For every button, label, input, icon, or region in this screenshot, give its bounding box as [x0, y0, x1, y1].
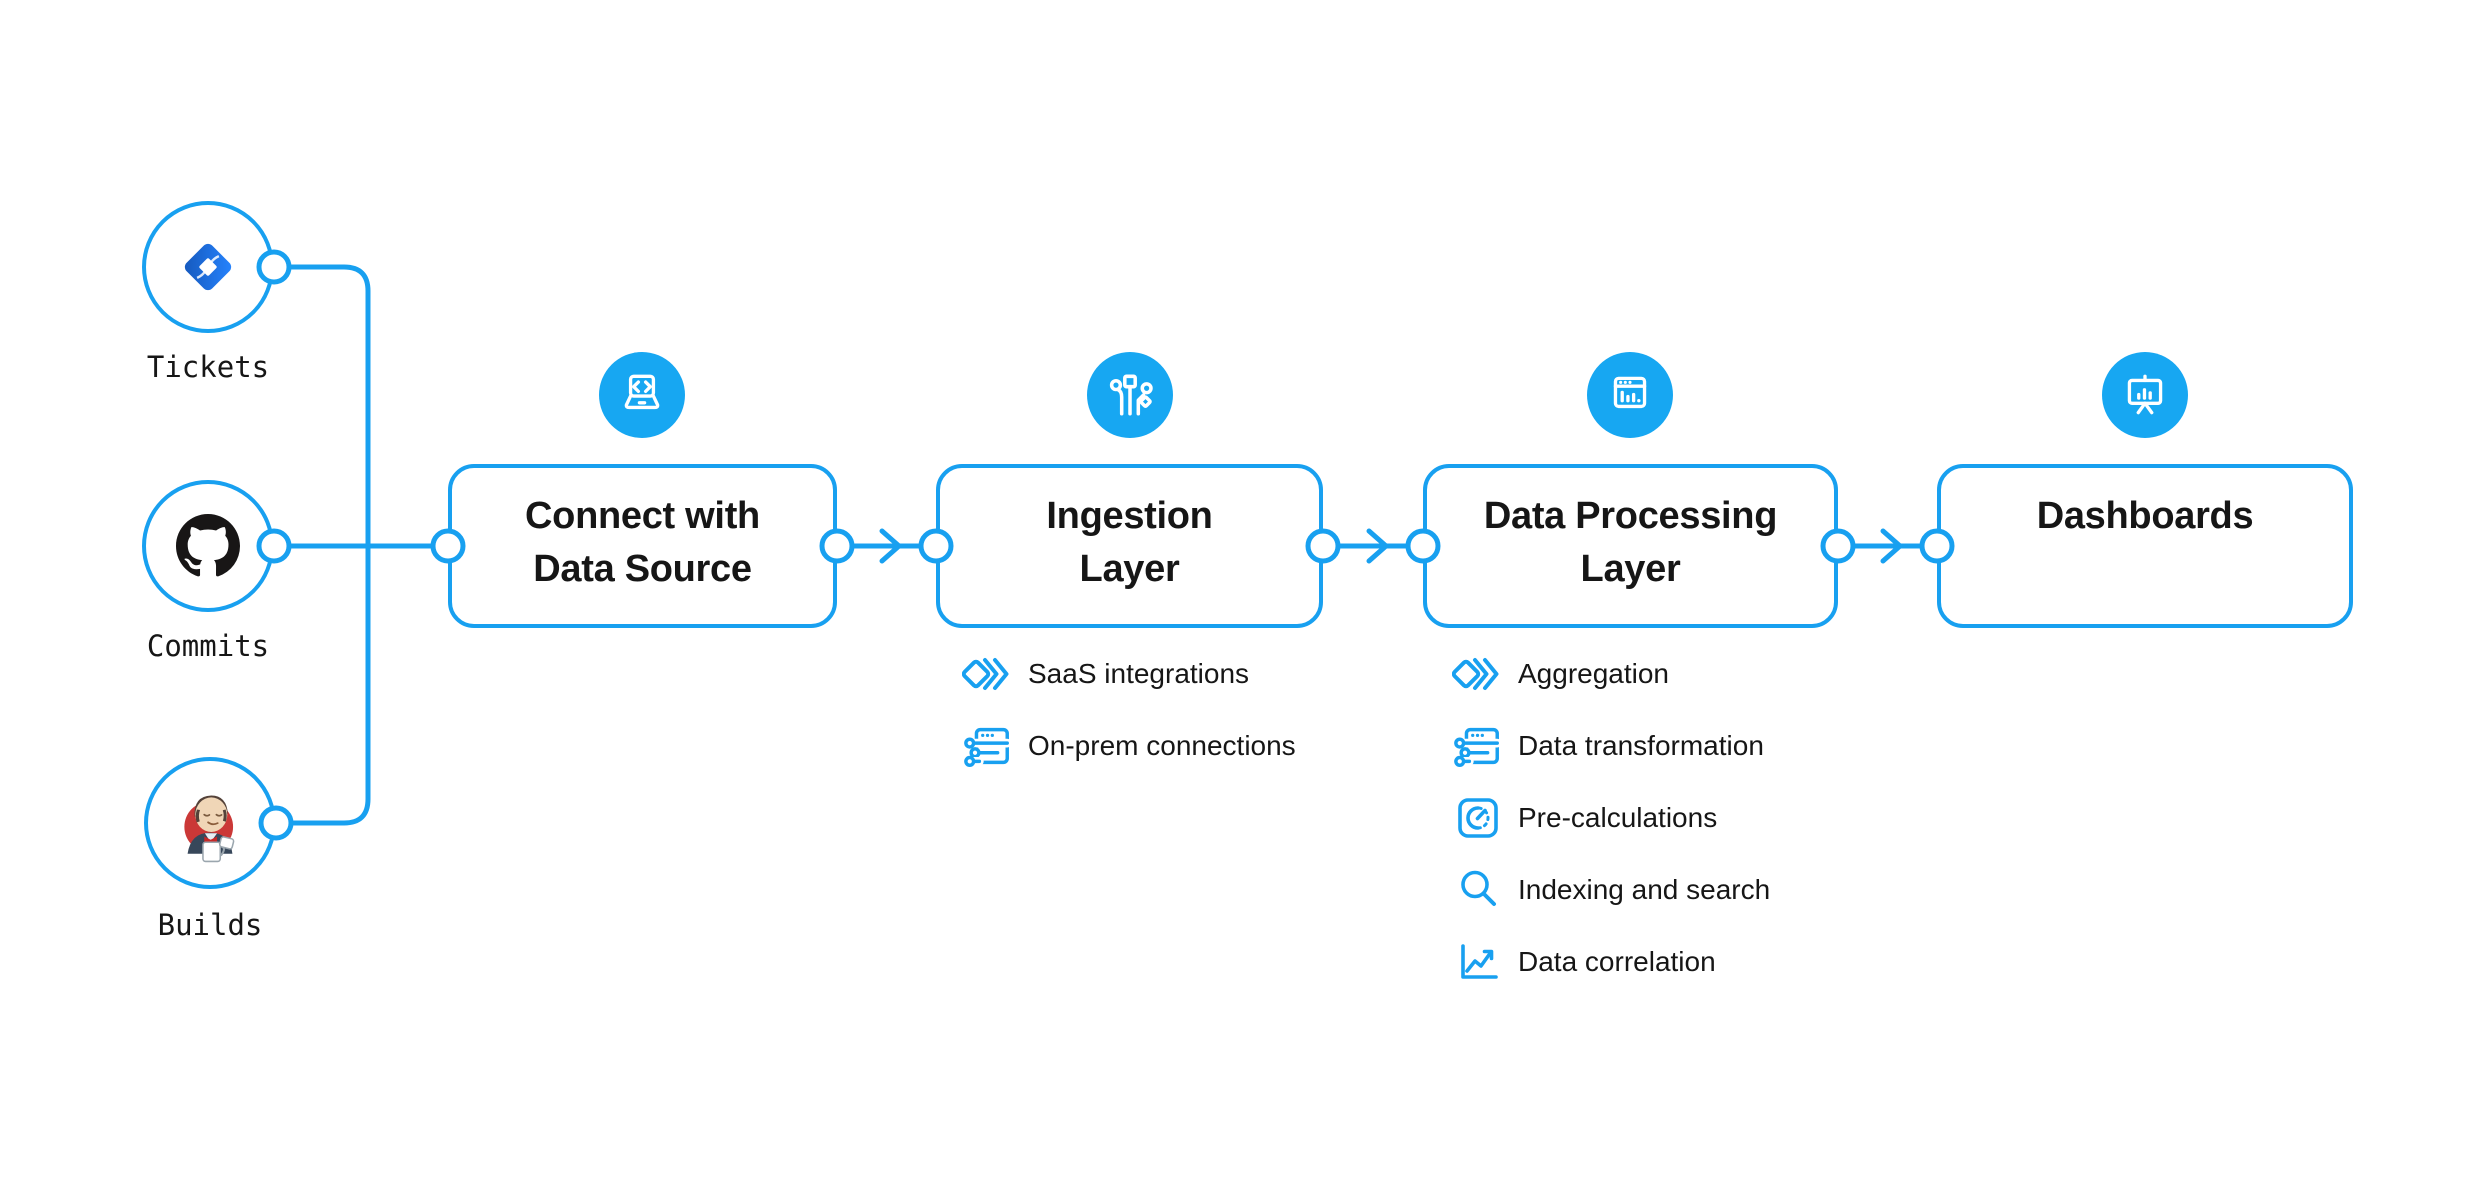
list-item: Pre-calculations — [1452, 782, 1770, 854]
flow-arrow — [1880, 528, 1904, 564]
list-item-label: Pre-calculations — [1518, 802, 1718, 833]
source-node-commits — [142, 480, 274, 612]
flow-arrow — [879, 528, 903, 564]
window-sliders-icon — [962, 724, 1014, 768]
stage-title: Data Processing Layer — [1483, 495, 1778, 590]
list-item-label: Data correlation — [1518, 946, 1716, 977]
stage-icon-dashboards — [2102, 352, 2188, 438]
github-logo-icon — [176, 514, 240, 577]
list-item: On-prem connections — [962, 710, 1296, 782]
source-label-tickets: Tickets — [146, 350, 270, 384]
source-node-builds — [144, 757, 276, 889]
list-item-label: SaaS integrations — [1028, 658, 1250, 689]
list-item: SaaS integrations — [962, 638, 1296, 710]
stage-icon-ingestion — [1087, 352, 1173, 438]
jenkins-logo-icon — [184, 795, 235, 863]
list-item-label: Indexing and search — [1518, 874, 1771, 905]
magnifier-icon — [1452, 868, 1504, 912]
source-node-tickets — [142, 201, 274, 333]
line-chart-icon — [1452, 940, 1504, 984]
stage-box-processing: Data Processing Layer — [1423, 464, 1838, 628]
source-label-commits: Commits — [146, 629, 270, 663]
stage-title: Connect with Data Source — [525, 495, 760, 590]
list-item-label: Data transformation — [1518, 730, 1764, 761]
stacked-diamonds-icon — [962, 654, 1014, 694]
stage-icon-processing — [1587, 352, 1673, 438]
ingestion-feature-list: SaaS integrations — [962, 638, 1296, 782]
stage-title: Dashboards — [2036, 495, 2254, 537]
window-sliders-icon — [1452, 724, 1504, 768]
presentation-chart-icon — [2127, 374, 2163, 415]
flow-arrow — [1366, 528, 1390, 564]
stage-box-connect: Connect with Data Source — [448, 464, 837, 628]
list-item: Data transformation — [1452, 710, 1770, 782]
processing-feature-list: Aggregation — [1452, 638, 1770, 998]
list-item-label: Aggregation — [1518, 658, 1670, 689]
circuit-branches-icon — [1109, 374, 1153, 416]
stage-box-ingestion: Ingestion Layer — [936, 464, 1323, 628]
window-bar-chart-icon — [1613, 376, 1647, 409]
stacked-diamonds-icon — [1452, 654, 1504, 694]
stage-icon-connect — [599, 352, 685, 438]
jira-logo-icon — [184, 243, 232, 291]
list-item: Data correlation — [1452, 926, 1770, 998]
source-label-builds: Builds — [157, 908, 263, 942]
laptop-code-icon — [624, 374, 660, 410]
list-item: Aggregation — [1452, 638, 1770, 710]
stage-title: Ingestion Layer — [1046, 495, 1213, 590]
stage-box-dashboards: Dashboards — [1937, 464, 2353, 628]
gauge-icon — [1452, 796, 1504, 840]
list-item-label: On-prem connections — [1028, 730, 1296, 761]
list-item: Indexing and search — [1452, 854, 1770, 926]
